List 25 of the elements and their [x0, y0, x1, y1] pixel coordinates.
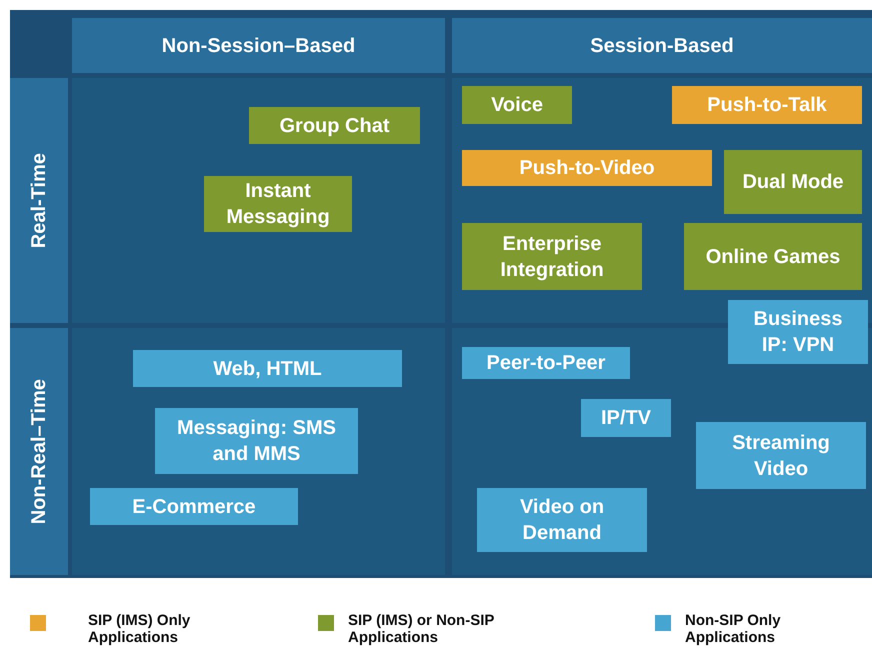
application-box: Peer-to-Peer — [462, 347, 630, 379]
application-box: Voice — [462, 86, 572, 124]
application-box: Video on Demand — [477, 488, 647, 552]
application-box: Push-to-Video — [462, 150, 712, 186]
application-box: E-Commerce — [90, 488, 298, 525]
application-box: Messaging: SMS and MMS — [155, 408, 358, 474]
application-box: IP/TV — [581, 399, 671, 437]
application-box: Dual Mode — [724, 150, 862, 214]
legend-label: Non-SIP Only Applications — [685, 612, 782, 646]
application-box: Web, HTML — [133, 350, 402, 387]
row-header-label: Real-Time — [27, 152, 51, 248]
application-box: Group Chat — [249, 107, 420, 144]
application-box: Business IP: VPN — [728, 300, 868, 364]
row-header-label: Non-Real–Time — [27, 378, 51, 524]
row-header — [10, 328, 68, 575]
application-box: Enterprise Integration — [462, 223, 642, 290]
application-box: Streaming Video — [696, 422, 866, 489]
row-header — [10, 78, 68, 323]
column-header: Non-Session–Based — [72, 18, 445, 73]
column-header: Session-Based — [452, 18, 872, 73]
application-box: Instant Messaging — [204, 176, 352, 232]
legend-label: SIP (IMS) Only Applications — [88, 612, 192, 646]
legend-label: SIP (IMS) or Non-SIP Applications — [348, 612, 496, 646]
application-box: Online Games — [684, 223, 862, 290]
application-box: Push-to-Talk — [672, 86, 862, 124]
